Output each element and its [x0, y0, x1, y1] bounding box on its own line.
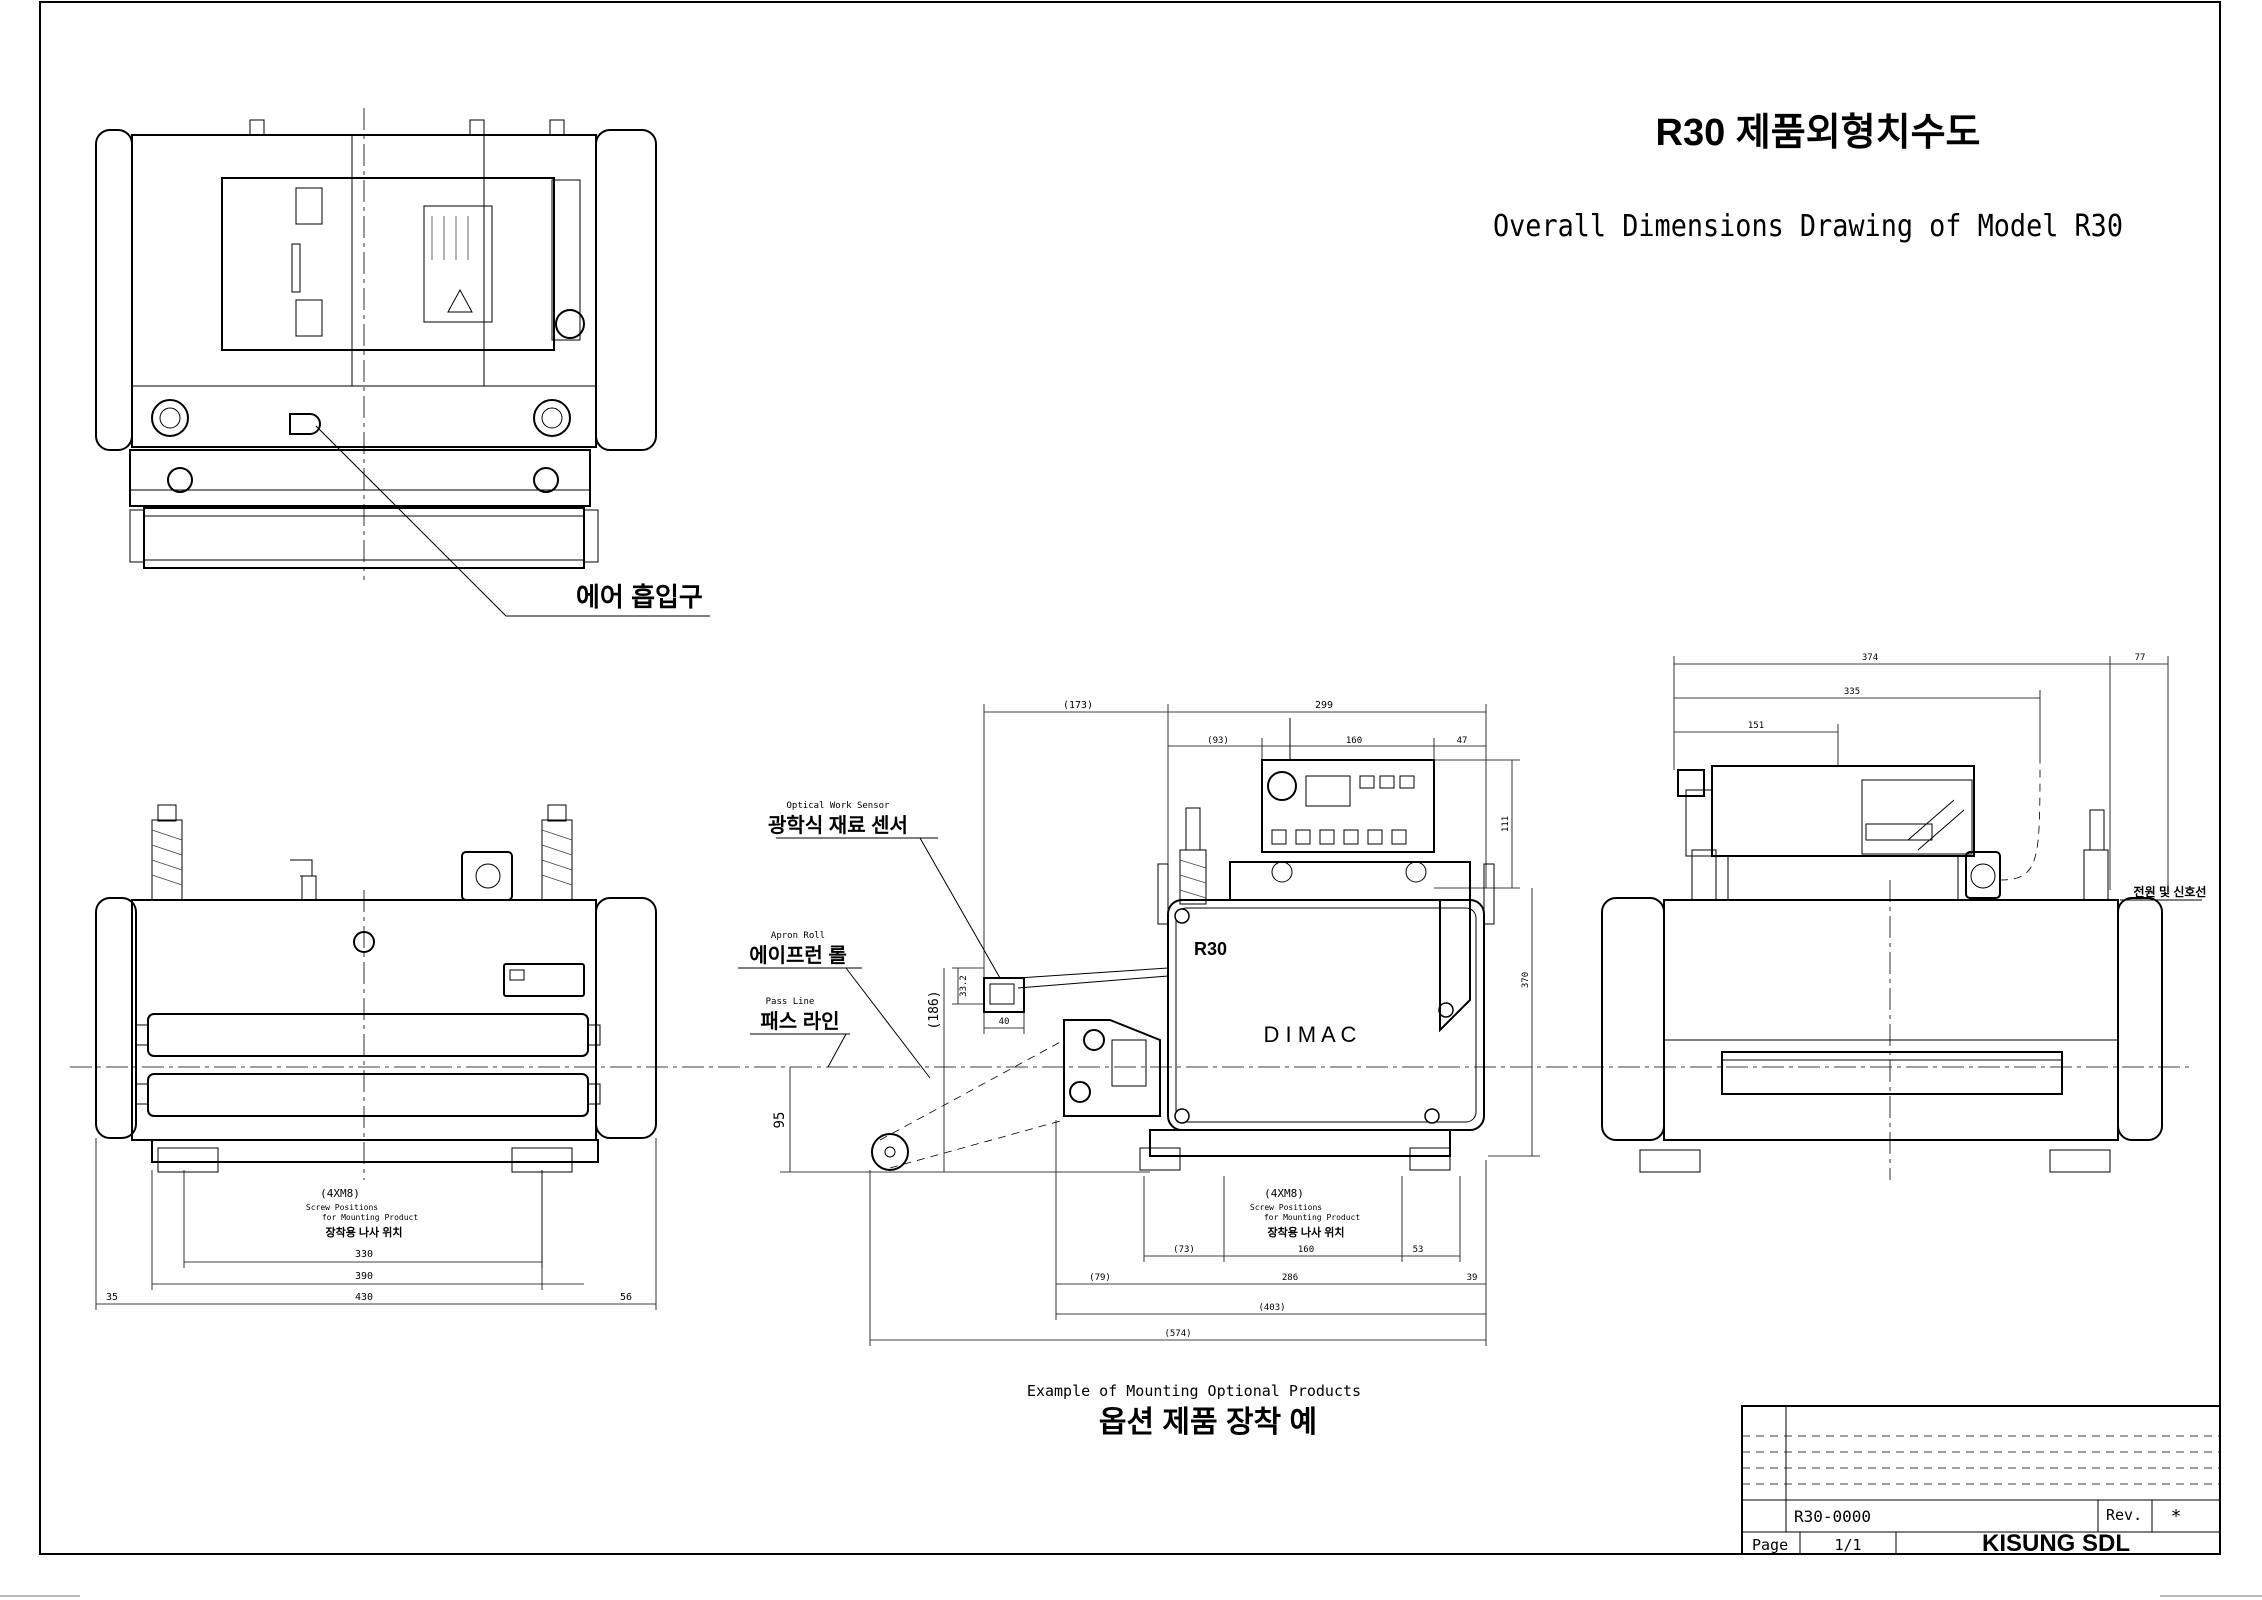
dim-47: 47: [1457, 736, 1468, 746]
screw-spec-side: (4XM8): [1264, 1187, 1304, 1200]
dim-370: 370: [1521, 972, 1531, 988]
top-bolt-left: [151, 399, 189, 437]
label-apron-roll-ko: 에이프런 롤: [749, 944, 847, 967]
front-right-cylinder: [595, 897, 657, 1139]
page-label: Page: [1752, 1536, 1788, 1554]
dim-186: (186): [927, 990, 942, 1029]
title-korean: R30 제품외형치수도: [1656, 112, 1981, 154]
dim-286: 286: [1282, 1273, 1298, 1283]
air-inlet-port: [289, 413, 321, 435]
dim-151: 151: [1748, 721, 1764, 731]
side-model-plate: R30: [1194, 939, 1227, 959]
dim-574: (574): [1164, 1329, 1191, 1339]
screw-ko-front: 장착용 나사 위치: [326, 1225, 403, 1239]
dim-330: 330: [355, 1249, 373, 1260]
optional-caption-ko: 옵션 제품 장착 예: [1099, 1406, 1317, 1439]
dim-299: 299: [1315, 700, 1333, 711]
dim-335: 335: [1844, 687, 1860, 697]
dim-56: 56: [620, 1292, 632, 1303]
label-optical-sensor-en: Optical Work Sensor: [787, 801, 891, 811]
dim-35: 35: [106, 1292, 118, 1303]
optical-sensor: [983, 977, 1025, 1013]
title-english: Overall Dimensions Drawing of Model R30: [1493, 209, 2123, 244]
side-control-knob: [1267, 771, 1297, 801]
dim-40: 40: [999, 1017, 1010, 1027]
dim-95: 95: [772, 1112, 788, 1129]
side-brand: D I M A C: [1264, 1022, 1357, 1047]
drawing-number: R30-0000: [1794, 1507, 1871, 1526]
side-callouts: Optical Work Sensor 광학식 재료 센서 Apron Roll…: [738, 801, 1001, 1079]
side-top-bracket: [1229, 861, 1471, 901]
front-dimensions: (4XM8) Screw Positions for Mounting Prod…: [95, 1138, 657, 1310]
label-optical-sensor-ko: 광학식 재료 센서: [768, 814, 908, 837]
front-left-cylinder: [95, 897, 137, 1139]
company-name: KISUNG SDL: [1982, 1530, 2130, 1557]
front-lower-roll: [147, 1073, 589, 1117]
dim-390: 390: [355, 1271, 373, 1282]
rev-value: *: [2171, 1506, 2182, 1527]
dim-39: 39: [1467, 1273, 1478, 1283]
top-warning-label: [423, 205, 493, 323]
screw-ko-side: 장착용 나사 위치: [1268, 1225, 1345, 1239]
dim-173: (173): [1063, 700, 1093, 711]
top-view: 에어 흡입구: [95, 108, 710, 617]
dim-430: 430: [355, 1292, 373, 1303]
side-dimensions: (173) 299 (93) 160 47 111 370 33.2 40 (1…: [772, 700, 1540, 1346]
label-air-inlet: 에어 흡입구: [576, 582, 703, 612]
rev-label: Rev.: [2106, 1506, 2142, 1524]
title-block-frame: [1741, 1405, 2221, 1555]
apron-roll-bracket: [1063, 1019, 1161, 1117]
dim-93: (93): [1207, 736, 1229, 746]
top-right-cylinder: [595, 129, 657, 451]
dim-33-2: 33.2: [959, 975, 969, 997]
top-knob: [555, 309, 585, 339]
apron-roll: [871, 1133, 909, 1171]
label-pass-line-ko: 패스 라인: [760, 1010, 839, 1033]
right-body: [1663, 899, 2119, 1141]
screw-en1-side: Screw Positions: [1250, 1203, 1322, 1212]
dim-77: 77: [2135, 653, 2146, 663]
front-upper-roll: [147, 1013, 589, 1057]
dim-403: (403): [1258, 1303, 1285, 1313]
dim-73: (73): [1173, 1245, 1195, 1255]
dim-160b: 160: [1298, 1245, 1314, 1255]
label-pass-line-en: Pass Line: [766, 997, 815, 1007]
top-control-box: [221, 177, 555, 351]
dim-79: (79): [1089, 1273, 1111, 1283]
dim-111: 111: [1501, 816, 1511, 832]
side-main-body: [1167, 899, 1485, 1131]
side-view: R30 D I M A C: [871, 718, 1495, 1171]
right-view: 전원 및 신호선: [1601, 759, 2207, 1180]
screw-en1-front: Screw Positions: [306, 1203, 378, 1212]
label-apron-roll-en: Apron Roll: [771, 931, 825, 941]
front-nameplate: [503, 963, 585, 997]
front-bracket: [461, 851, 513, 901]
air-inlet-leader: [315, 425, 710, 617]
title-block: R30-0000 Rev. * Page 1/1 KISUNG SDL: [1741, 1405, 2221, 1557]
optional-caption-en: Example of Mounting Optional Products: [1027, 1382, 1361, 1400]
screw-en2-front: for Mounting Product: [322, 1213, 419, 1222]
page-value: 1/1: [1834, 1536, 1861, 1554]
dim-374: 374: [1862, 653, 1878, 663]
right-lower-guard: [1721, 1051, 2063, 1095]
top-left-cylinder: [95, 129, 133, 451]
dim-53: 53: [1413, 1245, 1424, 1255]
right-left-cylinder: [1601, 897, 1665, 1141]
dim-160a: 160: [1346, 736, 1362, 746]
right-dimensions: 374 77 335 151: [1673, 653, 2169, 890]
screw-spec-front: (4XM8): [320, 1187, 360, 1200]
right-right-cylinder: [2117, 897, 2163, 1141]
top-bolt-right: [533, 399, 571, 437]
front-view: [95, 804, 657, 1180]
side-control-box: [1261, 759, 1435, 853]
sheet-border: [39, 1, 2221, 1555]
label-power-signal: 전원 및 신호선: [2134, 884, 2207, 899]
screw-en2-side: for Mounting Product: [1264, 1213, 1361, 1222]
